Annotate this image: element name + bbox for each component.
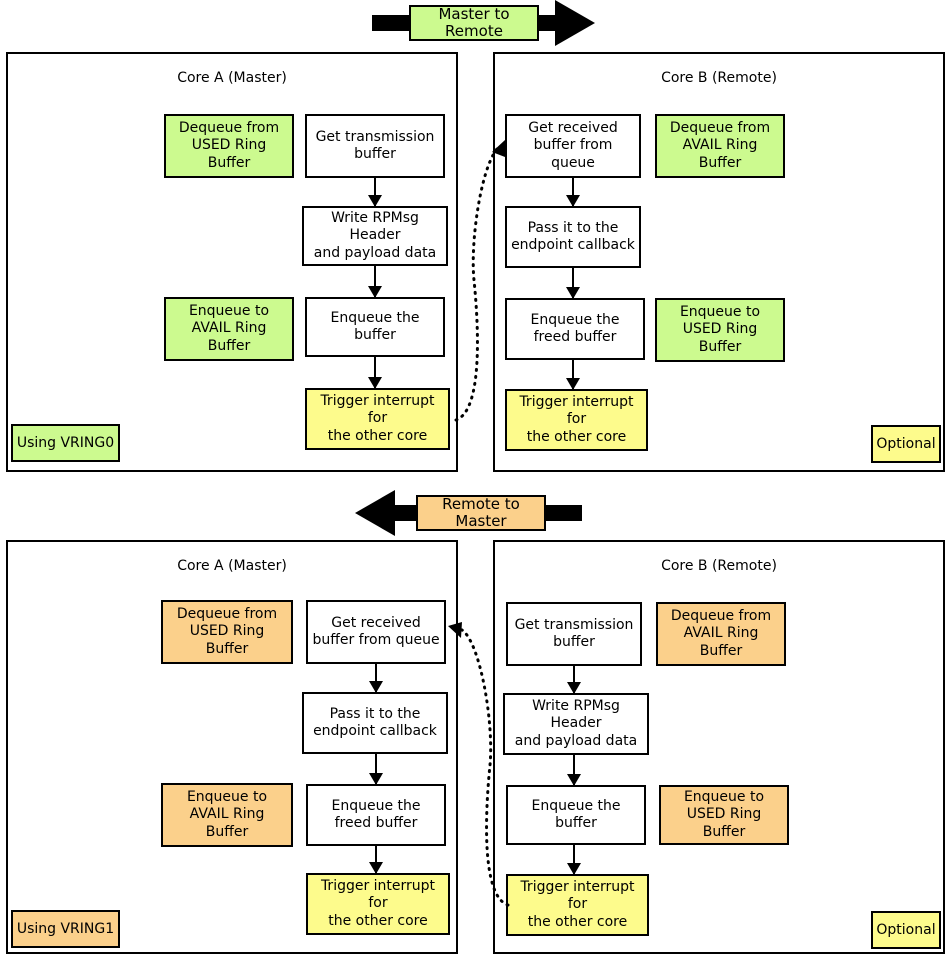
- step-pass-to-endpoint-callback: Pass it to the endpoint callback: [505, 206, 641, 268]
- step-trigger-interrupt: Trigger interrupt for the other core: [505, 389, 648, 451]
- badge-using-vring1: Using VRING1: [11, 910, 120, 948]
- connector-arrow: [368, 178, 382, 207]
- banner-label-remote-to-master: Remote to Master: [416, 495, 546, 531]
- step-trigger-interrupt: Trigger interrupt for the other core: [305, 388, 450, 450]
- step-get-received-buffer: Get received buffer from queue: [505, 114, 641, 178]
- connector-arrow: [567, 845, 581, 875]
- connector-arrow: [369, 846, 383, 874]
- step-trigger-interrupt: Trigger interrupt for the other core: [306, 873, 450, 935]
- step-get-transmission-buffer: Get transmission buffer: [305, 114, 445, 178]
- connector-arrow: [567, 666, 581, 694]
- connector-arrow: [368, 357, 382, 389]
- note-enqueue-avail-ring-buffer: Enqueue to AVAIL Ring Buffer: [161, 783, 293, 847]
- step-enqueue-freed-buffer: Enqueue the freed buffer: [505, 298, 645, 360]
- connector-arrow: [566, 360, 580, 390]
- panel-title: Core B (Remote): [661, 558, 777, 574]
- banner-label-master-to-remote: Master to Remote: [409, 5, 539, 41]
- step-get-transmission-buffer: Get transmission buffer: [506, 602, 642, 666]
- arrow-head-right-icon: [555, 0, 595, 46]
- note-dequeue-used-ring-buffer: Dequeue from USED Ring Buffer: [161, 600, 293, 664]
- dotted-link-remote-to-master: [448, 622, 510, 907]
- arrow-head-left-icon: [355, 490, 395, 536]
- step-write-rpmsg-header: Write RPMsg Header and payload data: [302, 206, 448, 266]
- badge-optional: Optional: [871, 911, 941, 949]
- connector-arrow: [369, 664, 383, 693]
- step-enqueue-the-buffer: Enqueue the buffer: [305, 297, 445, 357]
- step-get-received-buffer: Get received buffer from queue: [306, 600, 446, 664]
- note-dequeue-avail-ring-buffer: Dequeue from AVAIL Ring Buffer: [655, 114, 785, 178]
- step-enqueue-the-buffer: Enqueue the buffer: [506, 785, 646, 845]
- step-trigger-interrupt: Trigger interrupt for the other core: [506, 874, 649, 936]
- step-enqueue-freed-buffer: Enqueue the freed buffer: [306, 784, 446, 846]
- panel-title: Core B (Remote): [661, 70, 777, 86]
- note-dequeue-avail-ring-buffer: Dequeue from AVAIL Ring Buffer: [656, 602, 786, 666]
- badge-optional: Optional: [871, 425, 941, 463]
- connector-arrow: [567, 755, 581, 786]
- note-enqueue-used-ring-buffer: Enqueue to USED Ring Buffer: [655, 298, 785, 362]
- note-enqueue-used-ring-buffer: Enqueue to USED Ring Buffer: [659, 785, 789, 845]
- panel-title: Core A (Master): [177, 558, 287, 574]
- panel-title: Core A (Master): [177, 70, 287, 86]
- connector-arrow: [566, 268, 580, 299]
- step-write-rpmsg-header: Write RPMsg Header and payload data: [503, 693, 649, 755]
- connector-arrow: [368, 266, 382, 298]
- step-pass-to-endpoint-callback: Pass it to the endpoint callback: [302, 692, 448, 754]
- note-enqueue-avail-ring-buffer: Enqueue to AVAIL Ring Buffer: [164, 297, 294, 361]
- dotted-link-master-to-remote: [454, 140, 505, 422]
- badge-using-vring0: Using VRING0: [11, 424, 120, 462]
- connector-arrow: [566, 178, 580, 207]
- connector-arrow: [369, 754, 383, 785]
- note-dequeue-used-ring-buffer: Dequeue from USED Ring Buffer: [164, 114, 294, 178]
